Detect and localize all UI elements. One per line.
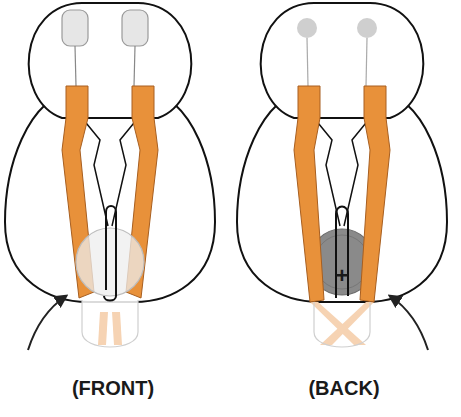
polarity-mark: + bbox=[336, 263, 349, 289]
view-label: (FRONT) bbox=[72, 377, 154, 400]
view-label: (BACK) bbox=[308, 377, 379, 400]
back-figure bbox=[237, 3, 447, 350]
front-figure bbox=[5, 3, 215, 350]
